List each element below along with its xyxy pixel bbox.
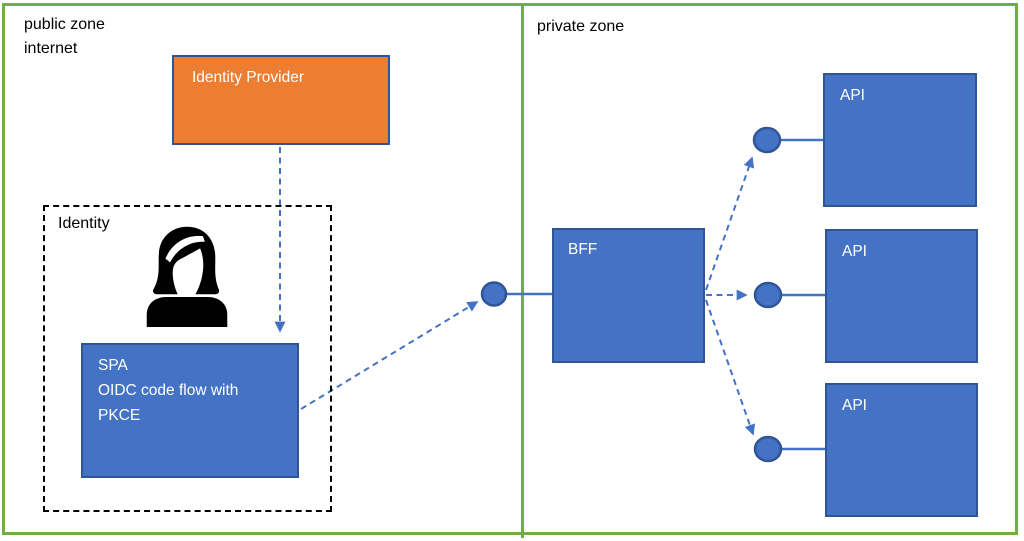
body-shape xyxy=(146,297,228,327)
hair-highlight-shape xyxy=(165,235,205,263)
port-circle-bff xyxy=(480,281,508,307)
bff-box: BFF xyxy=(552,228,705,363)
identity-provider-box: Identity Provider xyxy=(172,55,390,145)
bff-to-api-top-arrow xyxy=(705,156,755,291)
port-circle-api-bottom xyxy=(753,435,783,463)
private-zone-label: private zone xyxy=(537,18,625,35)
public-zone-label-line2: internet xyxy=(24,40,78,57)
port-circle-api-top xyxy=(752,126,782,154)
api-middle-label: API xyxy=(842,243,867,260)
api-box-middle: API xyxy=(825,229,978,363)
spa-label-line2: OIDC code flow with xyxy=(98,382,239,399)
hair-shape xyxy=(153,226,220,295)
public-zone-label: public zone internet xyxy=(24,13,105,61)
port-circle-api-middle xyxy=(753,281,783,309)
identity-group-box: Identity xyxy=(43,205,332,512)
api-top-label: API xyxy=(840,87,865,104)
bff-to-api-bottom-arrow xyxy=(705,299,756,436)
spa-box: SPA OIDC code flow with PKCE xyxy=(81,343,299,478)
spa-label-line1: SPA xyxy=(98,357,128,374)
identity-group-label: Identity xyxy=(58,215,110,232)
spa-label-line3: PKCE xyxy=(98,407,141,424)
identity-provider-label: Identity Provider xyxy=(192,69,304,86)
api-bottom-label: API xyxy=(842,397,867,414)
woman-user-icon xyxy=(146,226,228,327)
api-box-bottom: API xyxy=(825,383,978,517)
zones-frame xyxy=(2,3,1018,535)
api-box-top: API xyxy=(823,73,977,207)
bff-label: BFF xyxy=(568,241,598,258)
public-zone-label-line1: public zone xyxy=(24,16,105,33)
zone-divider xyxy=(521,3,524,538)
